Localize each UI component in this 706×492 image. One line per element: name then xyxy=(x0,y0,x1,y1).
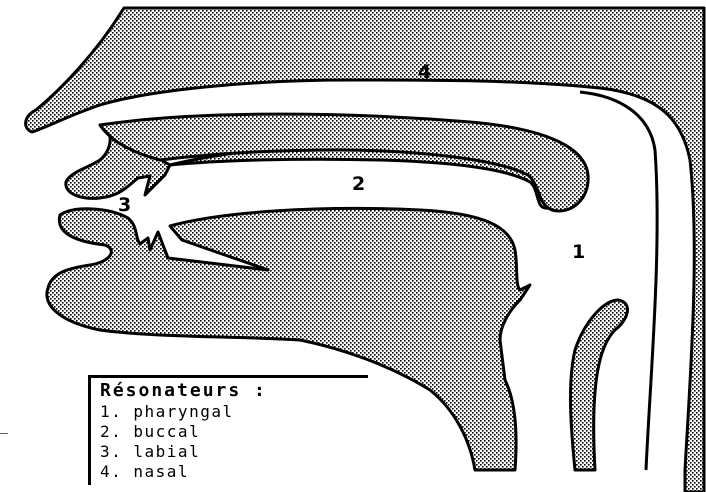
epiglottis-tissue xyxy=(570,300,627,470)
label-buccal-2: 2 xyxy=(352,173,365,195)
legend-box: Résonateurs : 1. pharyngal 2. buccal 3. … xyxy=(88,375,368,485)
legend-item-pharyngal: 1. pharyngal xyxy=(100,402,368,422)
legend-title: Résonateurs : xyxy=(100,381,368,401)
side-mark xyxy=(0,433,8,434)
palate-tissue xyxy=(100,114,588,211)
legend-item-buccal: 2. buccal xyxy=(100,422,368,442)
label-pharyngal-1: 1 xyxy=(572,241,585,263)
label-labial-3: 3 xyxy=(118,194,131,216)
legend-item-nasal: 4. nasal xyxy=(100,462,368,482)
legend-item-labial: 3. labial xyxy=(100,442,368,462)
label-nasal-4: 4 xyxy=(418,61,431,83)
